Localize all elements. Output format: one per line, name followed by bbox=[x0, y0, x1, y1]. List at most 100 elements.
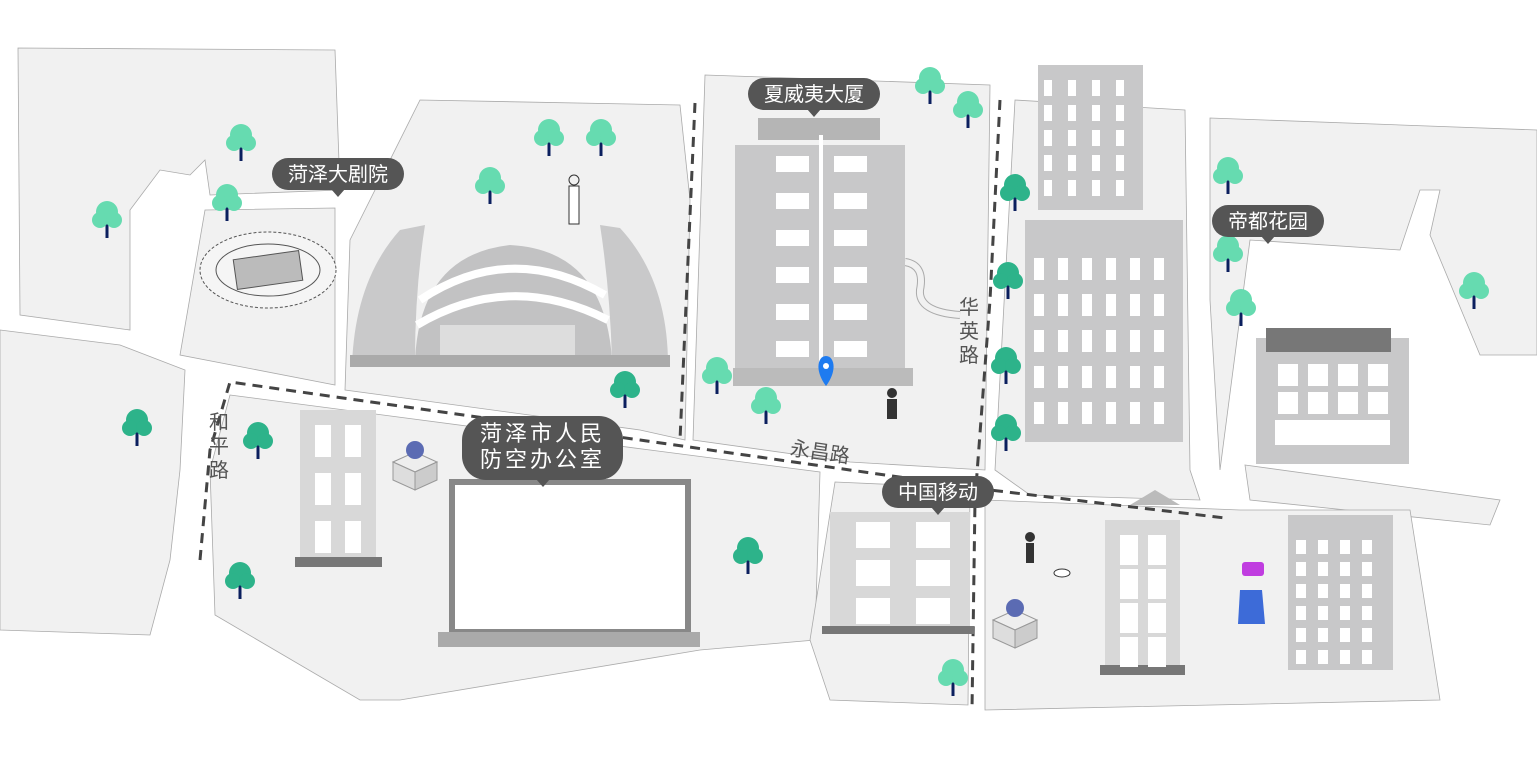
window bbox=[1034, 366, 1044, 388]
china-mobile-building bbox=[822, 512, 974, 634]
tree-icon bbox=[1226, 289, 1256, 326]
window bbox=[514, 558, 568, 578]
window bbox=[834, 304, 867, 320]
window bbox=[1308, 392, 1328, 414]
window bbox=[1154, 258, 1164, 280]
location-pin-icon[interactable] bbox=[818, 356, 834, 386]
window bbox=[1340, 562, 1350, 576]
stadium bbox=[199, 231, 337, 309]
window bbox=[916, 522, 950, 548]
tree-icon bbox=[1000, 174, 1030, 211]
tree-icon bbox=[953, 91, 983, 128]
window bbox=[514, 582, 568, 602]
building-heping bbox=[295, 410, 382, 567]
window bbox=[630, 486, 684, 506]
window bbox=[1296, 540, 1306, 554]
tree-icon bbox=[92, 201, 122, 238]
window bbox=[1340, 540, 1350, 554]
window bbox=[1296, 606, 1306, 620]
window bbox=[1368, 392, 1388, 414]
window bbox=[1058, 294, 1068, 316]
window bbox=[1044, 80, 1052, 96]
person-walking-dog-icon bbox=[1025, 532, 1071, 578]
road-label-huaying: 华英路 bbox=[959, 295, 979, 367]
window bbox=[1116, 130, 1124, 146]
poi-xiaweiyi-building[interactable]: 夏威夷大厦 bbox=[748, 78, 880, 117]
window bbox=[1058, 258, 1068, 280]
window bbox=[572, 534, 626, 554]
window bbox=[1082, 366, 1092, 388]
poi-heze-grand-theater[interactable]: 菏泽大剧院 bbox=[272, 158, 404, 197]
window bbox=[1058, 330, 1068, 352]
tree-icon bbox=[122, 409, 152, 446]
tree-icon bbox=[938, 659, 968, 696]
window bbox=[1106, 294, 1116, 316]
poi-china-mobile[interactable]: 中国移动 bbox=[882, 476, 994, 515]
tree-icon bbox=[1459, 272, 1489, 309]
window bbox=[1318, 650, 1328, 664]
trees bbox=[92, 67, 1489, 696]
tree-icon bbox=[610, 371, 640, 408]
tree-icon bbox=[991, 414, 1021, 451]
window bbox=[514, 534, 568, 554]
window bbox=[1106, 330, 1116, 352]
window bbox=[345, 521, 361, 553]
tree-icon bbox=[225, 562, 255, 599]
window bbox=[1082, 258, 1092, 280]
window bbox=[1116, 105, 1124, 121]
window bbox=[1068, 130, 1076, 146]
window bbox=[1296, 584, 1306, 598]
window bbox=[572, 558, 626, 578]
window bbox=[1148, 535, 1166, 565]
window bbox=[1068, 80, 1076, 96]
window bbox=[1362, 628, 1372, 642]
person-icon bbox=[568, 174, 897, 419]
window bbox=[1154, 294, 1164, 316]
tree-icon bbox=[226, 124, 256, 161]
window bbox=[1362, 562, 1372, 576]
window bbox=[1068, 105, 1076, 121]
window bbox=[856, 598, 890, 624]
box-gear-icon bbox=[391, 441, 439, 491]
window bbox=[1120, 603, 1138, 633]
tree-icon bbox=[915, 67, 945, 104]
tree-icon bbox=[243, 422, 273, 459]
window bbox=[1116, 180, 1124, 196]
window bbox=[572, 606, 626, 626]
window bbox=[1120, 569, 1138, 599]
window bbox=[1092, 155, 1100, 171]
window bbox=[856, 522, 890, 548]
window bbox=[834, 267, 867, 283]
poi-label-line: 菏泽市人民 bbox=[480, 422, 606, 447]
window bbox=[345, 473, 361, 505]
window bbox=[776, 193, 809, 209]
poi-didu-garden[interactable]: 帝都花园 bbox=[1212, 205, 1324, 244]
window bbox=[1068, 180, 1076, 196]
theater-building bbox=[350, 225, 670, 367]
window bbox=[630, 558, 684, 578]
window bbox=[1340, 584, 1350, 598]
window bbox=[456, 582, 510, 602]
tree-icon bbox=[733, 537, 763, 574]
building-windows bbox=[315, 80, 1388, 667]
window bbox=[514, 510, 568, 530]
window bbox=[1044, 155, 1052, 171]
window bbox=[834, 230, 867, 246]
window bbox=[1340, 650, 1350, 664]
window bbox=[572, 582, 626, 602]
window bbox=[1058, 402, 1068, 424]
window bbox=[1092, 130, 1100, 146]
window bbox=[630, 510, 684, 530]
window bbox=[1362, 540, 1372, 554]
window bbox=[1058, 366, 1068, 388]
window bbox=[1034, 294, 1044, 316]
window bbox=[1154, 366, 1164, 388]
window bbox=[1148, 637, 1166, 667]
window bbox=[776, 304, 809, 320]
window bbox=[572, 510, 626, 530]
tree-icon bbox=[1213, 157, 1243, 194]
window bbox=[1318, 562, 1328, 576]
xiaweiyi-tower bbox=[733, 118, 913, 386]
poi-civil-defense-office[interactable]: 菏泽市人民 防空办公室 bbox=[462, 416, 624, 487]
